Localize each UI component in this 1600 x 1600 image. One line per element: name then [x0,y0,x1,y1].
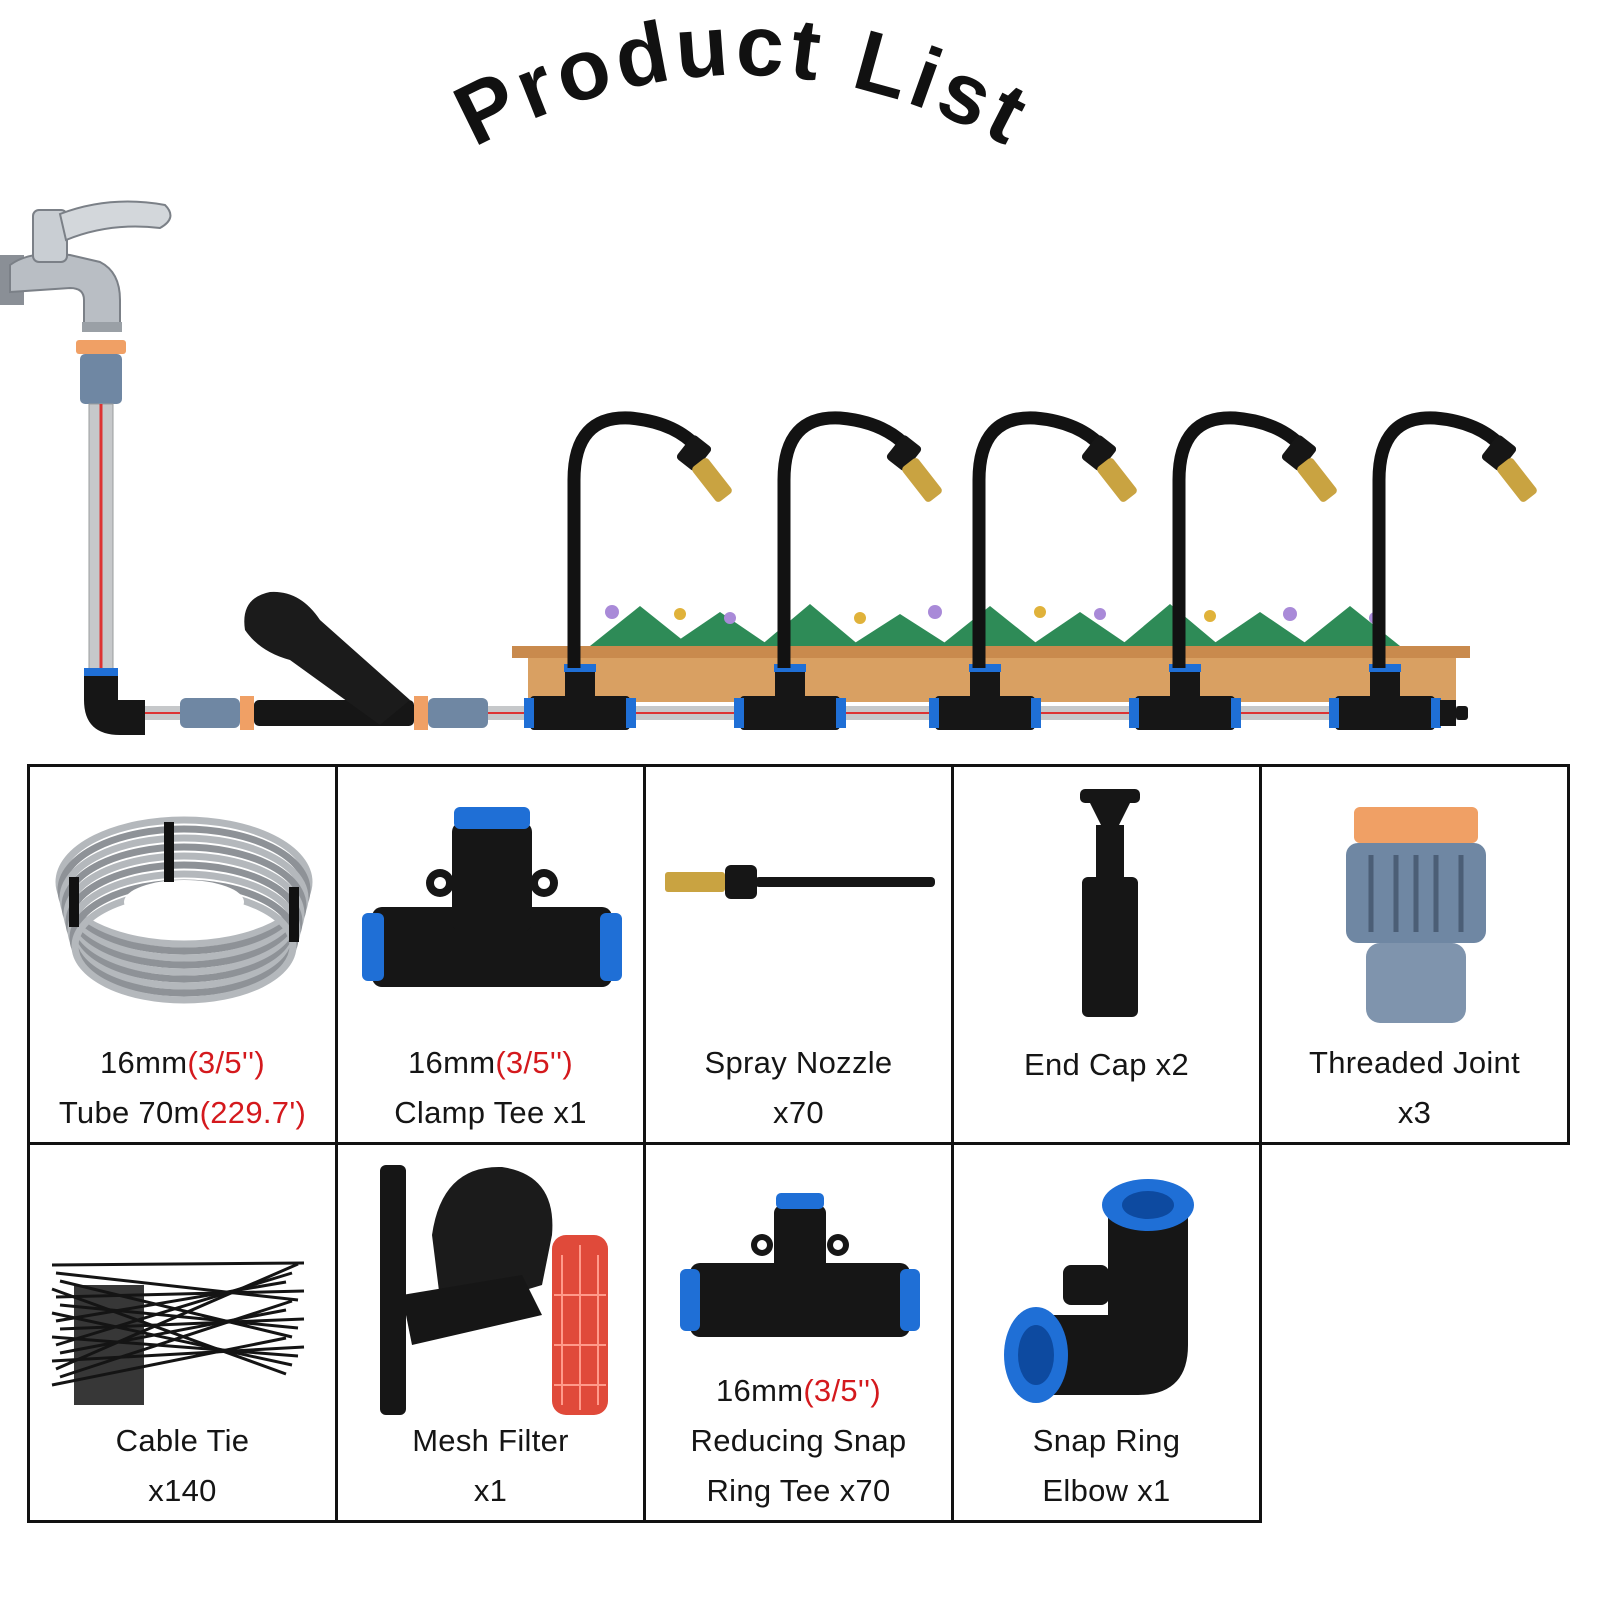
caption-size-red: (3/5'') [495,1045,573,1080]
reducing-tee-icon [680,1193,920,1337]
cable-tie-icon [51,1261,305,1405]
caption-text: x3 [1397,1095,1432,1130]
product-caption-line: Snap Ring [954,1416,1259,1466]
caption-text: End Cap x2 [1024,1047,1189,1082]
faucet-icon [0,200,172,332]
caption-text: Elbow x1 [1042,1473,1171,1508]
svg-text:Product List: Product List [440,0,1046,165]
caption-text: 16mm [99,1045,188,1080]
product-caption-line: Threaded Joint [1262,1038,1567,1088]
caption-size-red: (229.7') [199,1095,307,1130]
caption-text: Ring Tee x70 [706,1473,891,1508]
product-caption-line: Tube 70m(229.7') [30,1088,335,1138]
product-caption-line: 16mm(3/5'') [646,1366,951,1416]
product-caption-line: Mesh Filter [338,1416,643,1466]
caption-text: Snap Ring [1032,1423,1181,1458]
caption-text: Clamp Tee x1 [394,1095,587,1130]
product-cell: 16mm(3/5'') Clamp Tee x1 [335,764,646,1145]
tube-coil-icon [55,816,313,1004]
caption-text: Threaded Joint [1309,1045,1520,1080]
caption-text: Tube 70m [58,1095,200,1130]
caption-text: Cable Tie [115,1423,250,1458]
product-caption-line: x70 [646,1088,951,1138]
product-caption-line: Reducing Snap [646,1416,951,1466]
caption-text: Mesh Filter [412,1423,569,1458]
caption-size-red: (3/5'') [803,1373,881,1408]
product-caption-line: x1 [338,1466,643,1516]
product-caption-line: x140 [30,1466,335,1516]
product-cell: Mesh Filter x1 [335,1142,646,1523]
caption-text: 16mm [407,1045,496,1080]
product-cell: End Cap x2 [951,764,1262,1145]
caption-text: Spray Nozzle [704,1045,893,1080]
product-caption-line: Spray Nozzle [646,1038,951,1088]
product-caption-line: Cable Tie [30,1416,335,1466]
product-caption-line: 16mm(3/5'') [30,1038,335,1088]
product-caption-line: Elbow x1 [954,1466,1259,1516]
mesh-filter-icon [380,1165,608,1415]
installation-diagram [0,200,1537,735]
product-cell: Spray Nozzle x70 [643,764,954,1145]
product-caption-line: Ring Tee x70 [646,1466,951,1516]
end-cap-icon [1080,789,1140,1017]
product-cell: Cable Tie x140 [27,1142,338,1523]
clamp-tee-icon [362,807,622,987]
product-cell: 16mm(3/5'')Tube 70m(229.7') [27,764,338,1145]
caption-text: Reducing Snap [690,1423,907,1458]
caption-text: 16mm [715,1373,804,1408]
product-caption-line: x3 [1262,1088,1567,1138]
product-caption-line: 16mm(3/5'') [338,1038,643,1088]
product-caption-line: End Cap x2 [954,1040,1259,1090]
caption-size-red: (3/5'') [187,1045,265,1080]
product-caption-line: Clamp Tee x1 [338,1088,643,1138]
spray-nozzle-icon [665,865,935,899]
product-list-title: Product List [440,0,1046,165]
caption-text: x140 [148,1473,217,1508]
product-cell: Threaded Joint x3 [1259,764,1570,1145]
caption-text: x70 [773,1095,824,1130]
threaded-joint-icon [1346,807,1486,1023]
snap-elbow-icon [1004,1179,1194,1403]
caption-text: x1 [473,1473,508,1508]
